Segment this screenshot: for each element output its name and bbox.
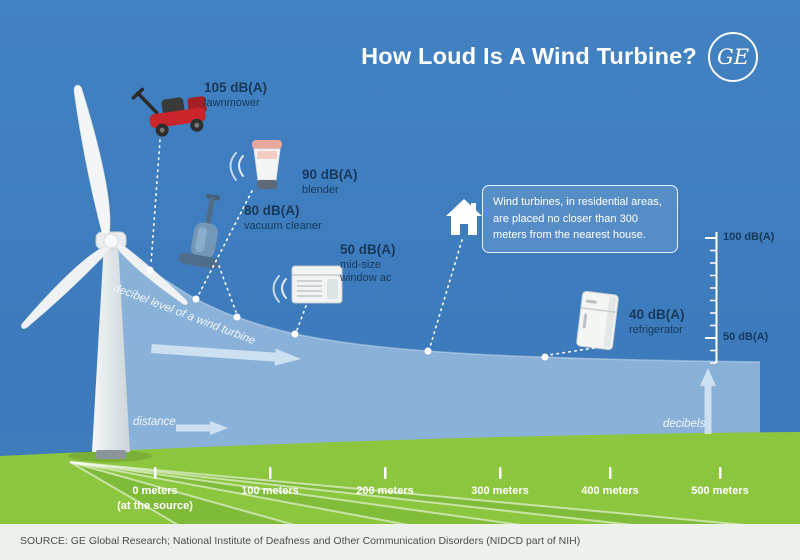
curve-direction-arrow bbox=[151, 343, 302, 366]
x-tick-500m: 500 meters bbox=[665, 484, 775, 499]
x-tick-400m: 400 meters bbox=[555, 484, 665, 499]
label-refrigerator: 40 dB(A) refrigerator bbox=[629, 307, 685, 337]
page-title: How Loud Is A Wind Turbine? bbox=[361, 43, 697, 69]
y-tick-50: 50 dB(A) bbox=[723, 331, 769, 343]
label-blender: 90 dB(A) blender bbox=[302, 167, 358, 197]
distance-tick-marks bbox=[154, 467, 722, 479]
lawnmower-icon bbox=[131, 87, 207, 137]
x-tick-label: 200 meters bbox=[356, 485, 414, 497]
item-name: lawnmower bbox=[204, 97, 260, 109]
decibel-decay-curve bbox=[111, 246, 761, 470]
y-tick-100: 100 dB(A) bbox=[723, 231, 775, 243]
db-value: 40 dB(A) bbox=[629, 307, 685, 322]
x-tick-label: 400 meters bbox=[581, 485, 639, 497]
label-window-ac: 50 dB(A) mid-size window ac bbox=[340, 242, 406, 285]
dotted-connector-lines bbox=[150, 139, 595, 356]
refrigerator-icon bbox=[576, 290, 619, 351]
x-tick-sublabel: (at the source) bbox=[117, 499, 193, 512]
db-value: 105 dB(A) bbox=[204, 80, 268, 95]
label-vacuum-cleaner: 80 dB(A) vacuum cleaner bbox=[244, 203, 322, 233]
item-name: refrigerator bbox=[629, 324, 683, 336]
label-lawnmower: 105 dB(A) lawnmower bbox=[204, 80, 267, 110]
decibels-arrow bbox=[700, 368, 716, 434]
x-tick-label: 500 meters bbox=[691, 485, 749, 497]
source-attribution: SOURCE: GE Global Research; National Ins… bbox=[20, 535, 581, 547]
turbine-blades bbox=[21, 84, 188, 329]
db-value: 80 dB(A) bbox=[244, 203, 300, 218]
ge-logo-text: GE bbox=[716, 45, 750, 69]
db-value: 50 dB(A) bbox=[340, 242, 396, 257]
x-tick-0m: 0 meters (at the source) bbox=[100, 484, 210, 514]
grass-ground bbox=[0, 432, 800, 560]
item-name: mid-size window ac bbox=[340, 259, 392, 285]
x-tick-200m: 200 meters bbox=[330, 484, 440, 499]
distance-arrow bbox=[176, 421, 228, 435]
house-icon bbox=[446, 199, 482, 235]
vacuum-cleaner-icon bbox=[179, 193, 221, 269]
x-tick-label: 100 meters bbox=[241, 485, 299, 497]
decibel-scale-ruler bbox=[705, 232, 718, 364]
item-name: vacuum cleaner bbox=[244, 220, 322, 232]
noise-waves-icon bbox=[238, 155, 244, 177]
ge-logo: GE bbox=[708, 32, 758, 82]
item-name: blender bbox=[302, 184, 339, 196]
noise-waves-icon bbox=[281, 278, 287, 299]
source-strip bbox=[0, 524, 800, 560]
blender-icon bbox=[229, 140, 282, 189]
window-ac-icon bbox=[272, 265, 343, 304]
residential-distance-callout: Wind turbines, in residential areas, are… bbox=[482, 185, 678, 253]
y-axis-label: decibels bbox=[663, 418, 706, 430]
x-tick-label: 300 meters bbox=[471, 485, 529, 497]
curve-data-points bbox=[146, 266, 549, 361]
grass-perspective-lines bbox=[69, 461, 757, 524]
x-axis-label: distance bbox=[133, 416, 176, 428]
x-tick-100m: 100 meters bbox=[215, 484, 325, 499]
db-value: 90 dB(A) bbox=[302, 167, 358, 182]
wind-turbine bbox=[21, 84, 188, 462]
x-tick-label: 0 meters bbox=[132, 485, 178, 497]
x-tick-300m: 300 meters bbox=[445, 484, 555, 499]
